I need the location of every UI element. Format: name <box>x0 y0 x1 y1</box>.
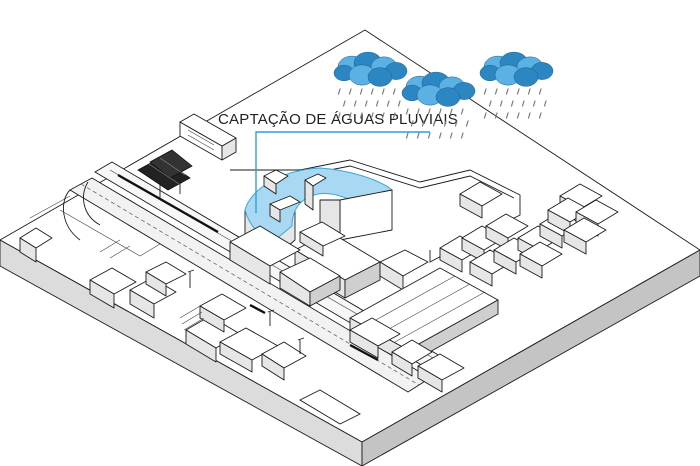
solar-panel-icon <box>137 149 193 200</box>
dark-curb-3 <box>349 343 379 362</box>
side-street <box>29 195 161 257</box>
central-buildings <box>229 221 429 307</box>
rain-cloud-icon <box>333 51 408 119</box>
left-neighborhood <box>19 227 361 425</box>
site-base-right-side <box>361 249 700 466</box>
left-road-curve <box>63 181 101 241</box>
long-shed <box>349 267 499 365</box>
street-lamps <box>187 269 305 354</box>
annotation-leader-line <box>255 131 430 213</box>
road-center-line <box>80 183 420 386</box>
billboard <box>179 113 237 161</box>
row-houses <box>439 181 619 287</box>
annotation-label: CAPTAÇÃO DE ÁGUAS PLUVIAIS <box>218 111 458 128</box>
site-base-left-side <box>0 239 363 466</box>
dark-curb <box>117 173 219 234</box>
rain-clouds <box>333 51 554 139</box>
dark-curb-2 <box>249 303 266 315</box>
rain-cloud-icon <box>401 71 476 139</box>
bottom-right-buildings <box>391 339 465 393</box>
rain-cloud-icon <box>479 51 554 119</box>
